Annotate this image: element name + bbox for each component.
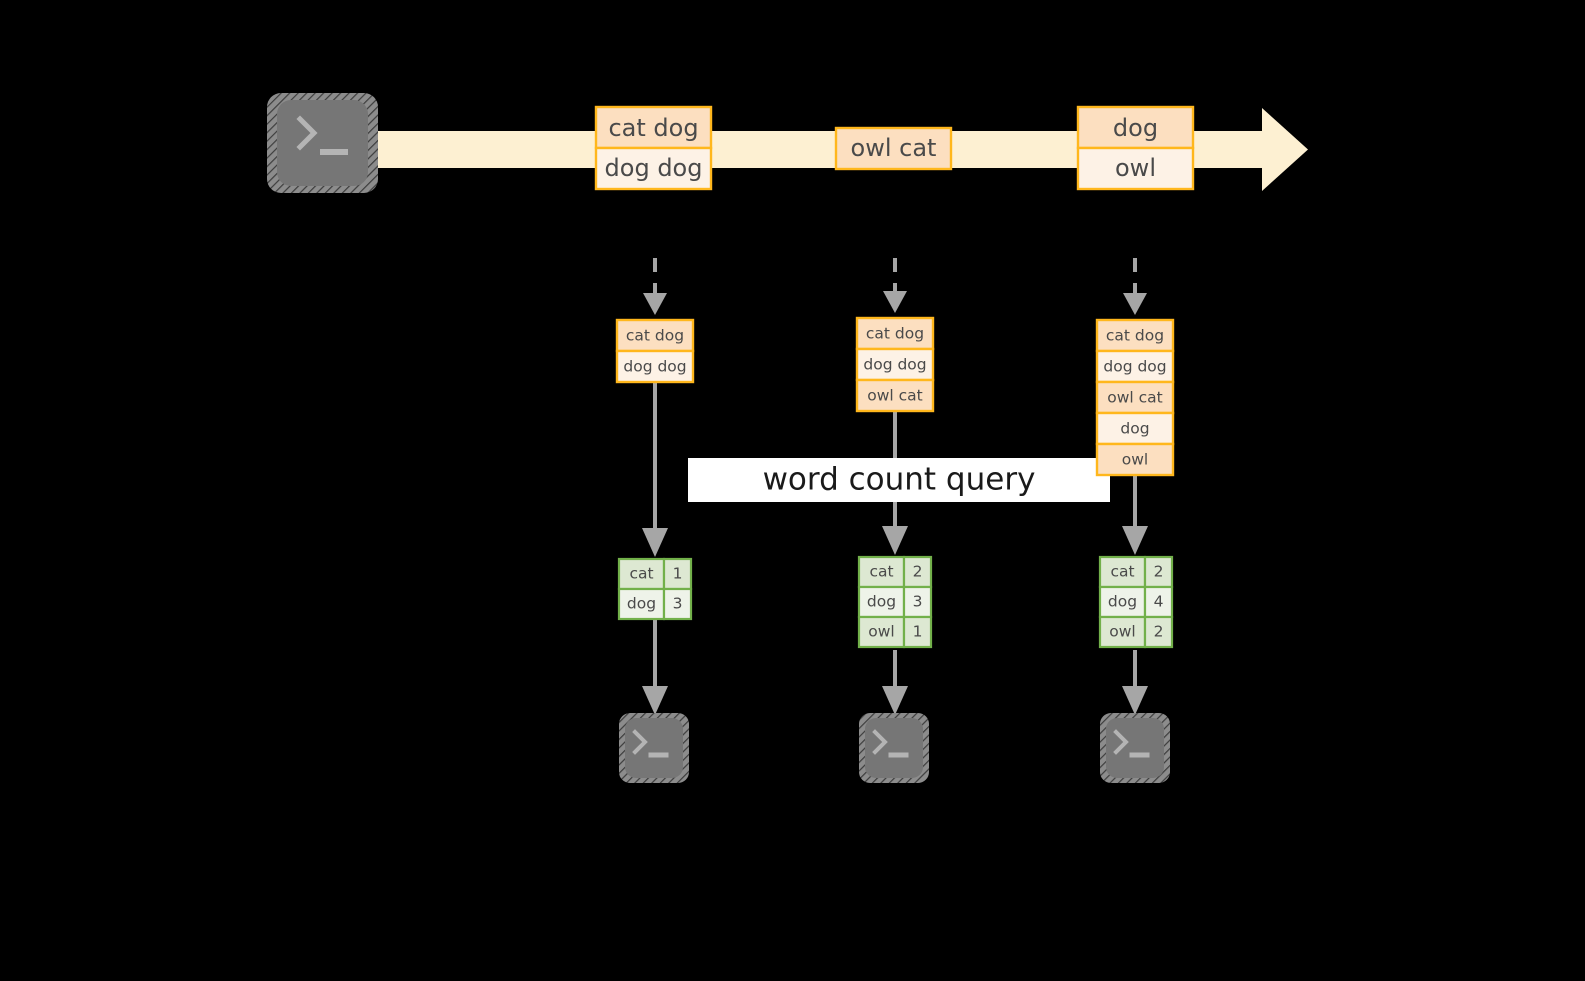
- stream-to-snapshot-connector: [1123, 258, 1147, 315]
- sink-terminal-icon: [859, 713, 929, 783]
- snapshot-input-row: dog: [1120, 420, 1149, 438]
- stream-to-snapshot-connector: [883, 258, 907, 313]
- stream-to-snapshot-connector: [643, 258, 667, 315]
- source-terminal-icon: [267, 93, 378, 193]
- stream-message[interactable]: cat dog dog dog: [594, 105, 713, 191]
- result-word: dog: [867, 593, 896, 611]
- snapshot-input-row: cat dog: [1106, 327, 1164, 345]
- result-table[interactable]: cat 2 dog 3 owl 1: [857, 555, 933, 649]
- result-count: 1: [913, 623, 923, 641]
- result-count: 2: [1154, 563, 1164, 581]
- result-to-sink-connector: [1122, 650, 1148, 715]
- snapshot-input-row: owl cat: [867, 387, 923, 405]
- snapshot-input-row: owl: [1122, 451, 1148, 469]
- result-count: 3: [913, 593, 923, 611]
- result-word: owl: [868, 623, 894, 641]
- result-count: 1: [673, 565, 683, 583]
- snapshot-input-row: dog dog: [623, 358, 686, 376]
- snapshot-to-result-connector: [642, 382, 668, 557]
- stream-message[interactable]: dog owl: [1076, 105, 1195, 191]
- result-table[interactable]: cat 1 dog 3: [617, 557, 693, 621]
- result-count: 2: [1154, 623, 1164, 641]
- result-to-sink-connector: [882, 650, 908, 715]
- snapshot-input-stack[interactable]: cat dog dog dog: [615, 318, 695, 384]
- result-word: dog: [627, 595, 656, 613]
- snapshot-input-row: owl cat: [1107, 389, 1163, 407]
- snapshot-input-row: dog dog: [863, 356, 926, 374]
- result-count: 3: [673, 595, 683, 613]
- stream-message[interactable]: owl cat: [834, 126, 953, 171]
- result-table[interactable]: cat 2 dog 4 owl 2: [1098, 555, 1174, 649]
- snapshot-input-stack[interactable]: cat dog dog dog owl cat: [855, 316, 935, 413]
- snapshot-to-result-connector: [1122, 474, 1148, 555]
- result-count: 2: [913, 563, 923, 581]
- stream-message-line: owl: [1115, 154, 1156, 182]
- snapshot-input-stack[interactable]: cat dog dog dog owl cat dog owl: [1095, 318, 1175, 477]
- snapshot-input-row: dog dog: [1103, 358, 1166, 376]
- snapshot-input-row: cat dog: [866, 325, 924, 343]
- stream-message-line: dog: [1113, 114, 1158, 142]
- result-word: dog: [1108, 593, 1137, 611]
- result-word: cat: [629, 565, 653, 583]
- snapshot-input-row: cat dog: [626, 327, 684, 345]
- word-count-query-label: word count query: [688, 458, 1110, 502]
- stream-message-line: dog dog: [605, 154, 703, 182]
- result-word: owl: [1109, 623, 1135, 641]
- query-label-text: word count query: [763, 462, 1036, 498]
- sink-terminal-icon: [1100, 713, 1170, 783]
- result-word: cat: [869, 563, 893, 581]
- result-to-sink-connector: [642, 620, 668, 715]
- result-word: cat: [1110, 563, 1134, 581]
- stream-message-line: owl cat: [851, 134, 937, 162]
- sink-terminal-icon: [619, 713, 689, 783]
- stream-message-line: cat dog: [608, 114, 698, 142]
- result-count: 4: [1154, 593, 1164, 611]
